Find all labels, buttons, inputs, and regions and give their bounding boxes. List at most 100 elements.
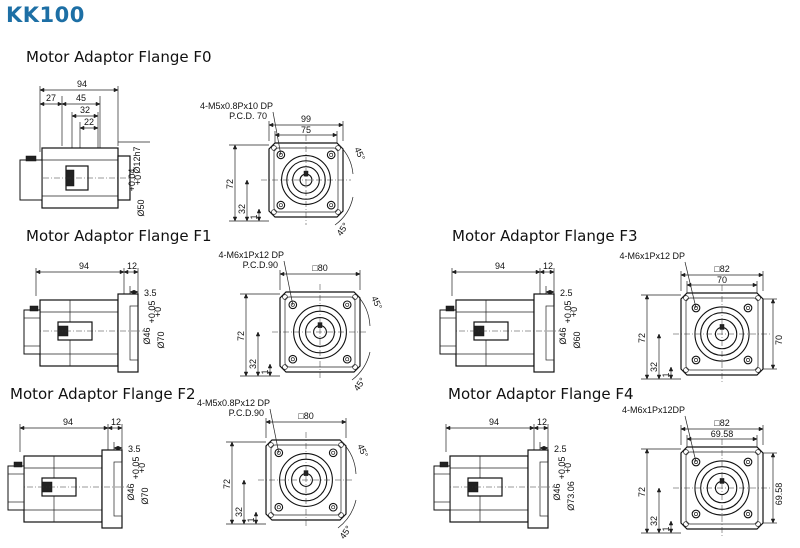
arrowhead xyxy=(451,269,457,275)
arrowhead xyxy=(535,269,541,275)
arrowhead xyxy=(71,113,77,119)
bolt-hole xyxy=(288,300,298,310)
corner-hole xyxy=(755,295,761,301)
connector xyxy=(445,305,455,312)
dimension-label: 72 xyxy=(236,331,246,341)
arrowhead xyxy=(543,445,549,451)
flange-spigot xyxy=(539,461,549,517)
arrowhead xyxy=(668,528,674,534)
arrowhead xyxy=(770,298,776,304)
bolt-thread xyxy=(694,512,698,516)
diameter-label: Ø73.06 xyxy=(566,481,576,511)
arrowhead xyxy=(243,371,249,377)
bolt-hole xyxy=(743,355,753,365)
dimension-label: □80 xyxy=(312,263,327,273)
dimension-label: 2.5 xyxy=(560,288,573,298)
arrowhead xyxy=(113,445,119,451)
arrowhead xyxy=(656,333,662,339)
diameter-label: Ø46 xyxy=(552,483,562,500)
arrowhead xyxy=(668,520,674,526)
dimension-label: 1 xyxy=(246,517,256,522)
angle-arc xyxy=(338,144,354,175)
dimension-label: 1 xyxy=(661,372,671,377)
arrowhead xyxy=(39,101,45,107)
section-title-f0: Motor Adaptor Flange F0 xyxy=(26,48,212,66)
corner-hole xyxy=(335,209,341,215)
arrowhead xyxy=(668,374,674,380)
tolerance-label: +0 xyxy=(133,175,143,185)
diameter-label: Ø46 xyxy=(126,483,136,500)
section-title-f3: Motor Adaptor Flange F3 xyxy=(452,227,638,245)
arrowhead xyxy=(268,122,274,128)
dimension-label: 22 xyxy=(84,117,94,127)
diameter-label: Ø70 xyxy=(140,487,150,504)
bolt-hole xyxy=(743,303,753,313)
dimension-label: 72 xyxy=(222,479,232,489)
thread-note: 4-M6x1Px12 DP xyxy=(218,250,284,260)
section-title-f4: Motor Adaptor Flange F4 xyxy=(448,385,634,403)
arrowhead xyxy=(355,271,361,277)
dimension-label: 32 xyxy=(80,105,90,115)
bolt-hole xyxy=(743,457,753,467)
tolerance-label: +0.05 xyxy=(131,457,141,480)
dimension-label: 94 xyxy=(489,417,499,427)
corner-hole xyxy=(271,209,277,215)
bolt-hole xyxy=(342,300,352,310)
arrowhead xyxy=(332,132,338,138)
bolt-thread xyxy=(694,358,698,362)
pcd-note: P.C.D.90 xyxy=(229,408,264,418)
arrowhead xyxy=(680,426,686,432)
dimension-label: 32 xyxy=(649,362,659,372)
diameter-label: Ø50 xyxy=(136,199,146,216)
corner-hole xyxy=(271,145,277,151)
thread-note: 4-M5x0.8Px12 DP xyxy=(197,398,270,408)
bolt-thread xyxy=(746,460,750,464)
arrowhead xyxy=(107,425,113,431)
dimension-label: 27 xyxy=(46,93,56,103)
bolt-hole xyxy=(691,303,701,313)
bolt-thread xyxy=(331,450,336,455)
dimension-label: 32 xyxy=(649,516,659,526)
arrowhead xyxy=(752,282,758,288)
leader-line xyxy=(269,408,280,453)
bolt-hole xyxy=(691,457,701,467)
motor-stub xyxy=(7,465,25,511)
arrowhead xyxy=(133,269,139,275)
arrowhead xyxy=(656,528,662,534)
arrowhead xyxy=(644,374,650,380)
leader-line xyxy=(684,261,697,309)
dimension-label: 12 xyxy=(537,417,547,427)
corner-hole xyxy=(755,521,761,527)
diameter-label: Ø12h7 xyxy=(132,146,142,173)
arrowhead xyxy=(119,269,125,275)
arrowhead xyxy=(241,479,247,485)
arrowhead xyxy=(539,269,545,275)
flange-spigot xyxy=(113,461,123,517)
corner-hole xyxy=(338,512,344,518)
arrowhead xyxy=(445,425,451,431)
dimension-label: 1 xyxy=(661,526,671,531)
dimension-label: 69.58 xyxy=(711,429,734,439)
connector xyxy=(29,305,39,312)
arrowhead xyxy=(680,272,686,278)
dimension-label: 1 xyxy=(260,369,270,374)
bolt-thread xyxy=(329,203,334,208)
bolt-hole xyxy=(743,509,753,519)
dimension-label: 3.5 xyxy=(144,288,157,298)
arrowhead xyxy=(267,371,273,377)
arrowhead xyxy=(35,269,41,275)
arrowhead xyxy=(103,425,109,431)
pcd-ring xyxy=(694,306,750,362)
tolerance-label: +0 xyxy=(137,463,147,473)
motor-stub xyxy=(433,465,451,511)
dimension-label: 72 xyxy=(225,179,235,189)
corner-hole xyxy=(352,364,358,370)
dimension-label: 45° xyxy=(369,294,384,311)
arrowhead xyxy=(244,216,250,222)
arrowhead xyxy=(95,101,101,107)
tolerance-label: +0.05 xyxy=(147,301,157,324)
